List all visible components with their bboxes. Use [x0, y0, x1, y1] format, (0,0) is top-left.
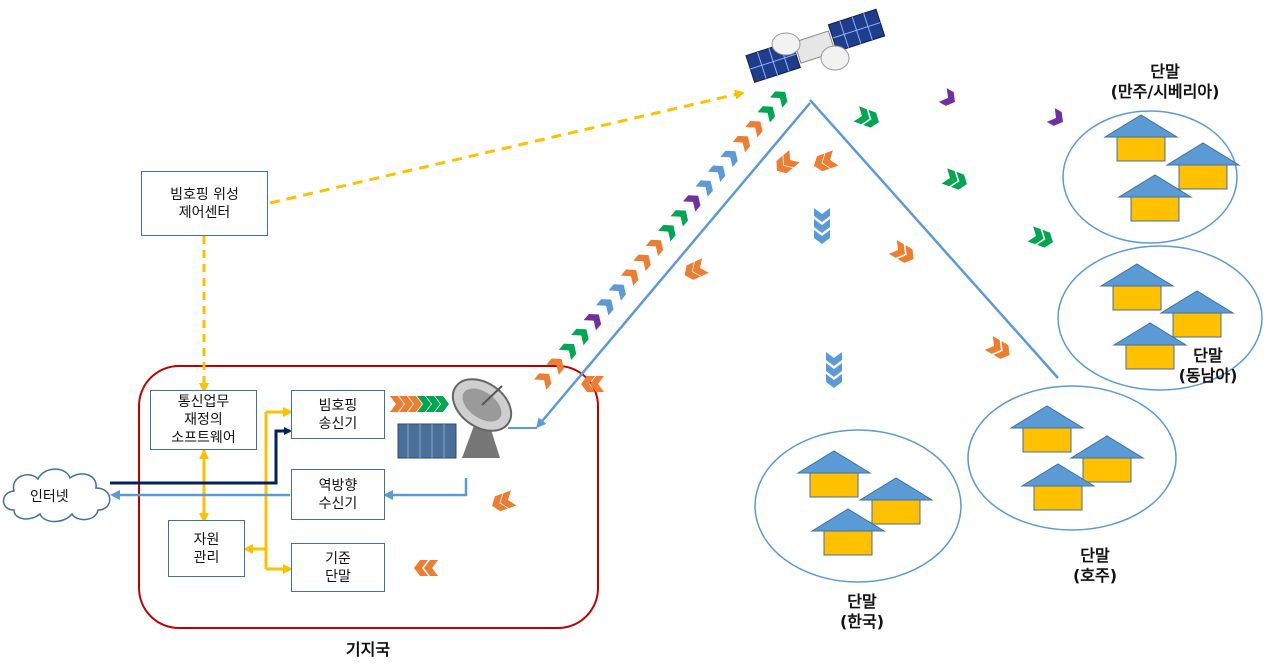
chevron-arrow-icon: [814, 153, 830, 172]
chevron-arrow-icon: [822, 150, 839, 169]
chevron-arrow-icon: [658, 224, 676, 242]
chevron-arrow-icon: [863, 109, 879, 128]
terminal-label-manchuria: 단말 (만주/시베리아): [1110, 62, 1220, 101]
chevron-arrow-icon: [783, 150, 800, 168]
cloud-icon: [2, 468, 111, 523]
resource-management-box: 자원 관리: [168, 520, 245, 577]
control-link-satellite: [269, 89, 745, 205]
beam-hopping-transmitter-box: 빔호핑 송신기: [291, 390, 385, 439]
chevron-arrow-icon: [826, 363, 842, 377]
chevron-arrow-icon: [581, 376, 595, 392]
chevron-arrow-icon: [546, 358, 564, 375]
chevron-arrow-icon: [596, 299, 614, 316]
internal-bus: [199, 407, 293, 574]
chevron-arrow-icon: [583, 313, 602, 331]
house-icon: [1166, 142, 1240, 190]
reference-terminal-box: 기준 단말: [291, 543, 385, 592]
chevron-arrow-icon: [645, 239, 664, 257]
house-icon: [1100, 263, 1174, 311]
chevron-arrow-icon: [853, 106, 870, 125]
house-icon: [1104, 114, 1178, 162]
chevron-arrow-icon: [897, 245, 914, 263]
chevron-arrow-icon: [888, 240, 905, 258]
terminal-cluster-australia: [967, 385, 1177, 531]
chevron-arrow-icon: [633, 254, 651, 271]
chevron-arrow-icon: [1046, 108, 1063, 126]
chevron-arrow-icon: [692, 258, 709, 277]
chevron-arrow-icon: [757, 106, 775, 123]
chevron-arrow-icon: [814, 230, 830, 244]
base-station-label: 기지국: [345, 640, 391, 659]
house-icon: [1160, 290, 1234, 338]
chevron-arrow-icon: [571, 328, 589, 346]
chevron-arrow-icon: [590, 376, 604, 392]
house-icon: [859, 477, 933, 525]
chevron-arrow-icon: [732, 135, 751, 153]
internet-label: 인터넷: [30, 489, 69, 505]
control-center-box: 빔호핑 위성 제어센터: [141, 171, 268, 236]
internet-downlink-line: [110, 427, 292, 485]
chevron-arrow-icon: [770, 91, 788, 108]
chevron-arrow-icon: [720, 150, 738, 168]
chevron-arrow-icon: [417, 396, 431, 412]
chevron-arrow-icon: [414, 560, 428, 576]
satellite-icon: [745, 8, 886, 83]
terminal-cluster-southeast-asia: [1057, 245, 1263, 391]
house-icon: [797, 450, 871, 498]
chevron-arrows-group: [390, 88, 1063, 576]
chevron-arrow-icon: [826, 374, 842, 388]
chevron-arrow-icon: [670, 210, 689, 227]
chevron-arrow-icon: [941, 168, 958, 187]
chevron-arrow-icon: [683, 195, 701, 212]
chevron-arrow-icon: [534, 373, 552, 390]
chevron-arrow-icon: [424, 560, 438, 576]
chevron-arrow-icon: [620, 269, 639, 286]
chevron-arrow-icon: [814, 219, 830, 233]
terminal-label-southeast-asia: 단말 (동남아): [1178, 346, 1238, 385]
chevron-arrow-icon: [951, 171, 967, 190]
terminal-cluster-manchuria: [1062, 110, 1238, 244]
chevron-arrow-icon: [776, 155, 793, 174]
chevron-arrow-icon: [684, 262, 701, 280]
chevron-arrow-icon: [426, 396, 440, 412]
chevron-arrow-icon: [399, 396, 413, 412]
return-receiver-box: 역방향 수신기: [291, 469, 385, 520]
chevron-arrow-icon: [1027, 226, 1044, 245]
chevron-arrow-icon: [500, 490, 517, 509]
chevron-arrow-icon: [408, 396, 422, 412]
beam-line-australia: [809, 99, 1059, 379]
base-station-boundary: [138, 365, 599, 629]
terminal-label-australia: 단말 (호주): [1072, 546, 1118, 585]
chevron-arrow-icon: [390, 396, 404, 412]
return-link-line: [536, 102, 811, 429]
chevron-arrow-icon: [558, 343, 577, 361]
terminal-cluster-korea: [754, 429, 962, 583]
house-icon: [1070, 435, 1144, 483]
chevron-arrow-icon: [707, 165, 726, 182]
return-to-receiver-line: [383, 478, 468, 500]
chevron-arrow-icon: [826, 352, 842, 366]
dish-antenna-icon: [397, 378, 513, 459]
chevron-arrow-icon: [814, 208, 830, 222]
sdr-box: 통신업무 재정의 소프트웨어: [150, 390, 257, 450]
chevron-arrow-icon: [695, 180, 713, 197]
chevron-arrow-icon: [435, 396, 449, 412]
house-icon: [1010, 405, 1084, 453]
chevron-arrow-icon: [745, 121, 763, 138]
terminal-label-korea: 단말 (한국): [839, 592, 885, 631]
chevron-arrow-icon: [993, 341, 1010, 359]
chevron-arrow-icon: [1037, 229, 1053, 248]
chevron-arrow-icon: [938, 88, 955, 106]
chevron-arrow-icon: [492, 493, 508, 512]
chevron-arrow-icon: [984, 336, 1001, 354]
chevron-arrow-icon: [608, 284, 626, 301]
